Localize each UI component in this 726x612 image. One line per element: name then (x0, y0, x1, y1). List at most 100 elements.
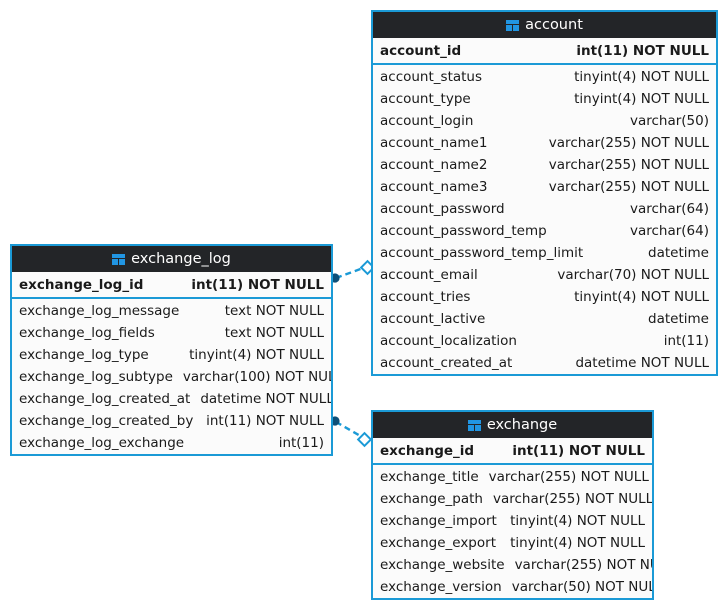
table-row[interactable]: exchange_version varchar(50) NOT NULL (373, 576, 652, 598)
table-row[interactable]: account_localization int(11) (373, 330, 716, 352)
column-name: exchange_log_created_at (19, 391, 191, 407)
column-type: varchar(255) NOT NULL (548, 135, 709, 151)
column-type: tinyint(4) NOT NULL (574, 289, 709, 305)
entity-table-exchange-log[interactable]: exchange_log exchange_log_id int(11) NOT… (10, 244, 333, 456)
column-name: exchange_version (380, 579, 502, 595)
table-row[interactable]: exchange_export tinyint(4) NOT NULL (373, 532, 652, 554)
column-type: int(11) NOT NULL (206, 413, 324, 429)
column-type: varchar(64) (629, 201, 709, 217)
column-type: varchar(255) NOT NULL (492, 491, 654, 507)
column-name: account_login (380, 113, 474, 129)
table-row[interactable]: account_email varchar(70) NOT NULL (373, 264, 716, 286)
column-type: int(11) NOT NULL (512, 442, 645, 459)
table-row[interactable]: exchange_log_created_at datetime NOT NUL… (12, 388, 331, 410)
column-name: exchange_website (380, 557, 505, 573)
column-type: varchar(255) NOT NULL (548, 179, 709, 195)
table-row[interactable]: exchange_log_exchange int(11) (12, 432, 331, 454)
table-row[interactable]: account_type tinyint(4) NOT NULL (373, 88, 716, 110)
table-row[interactable]: account_name1 varchar(255) NOT NULL (373, 132, 716, 154)
primary-key-row[interactable]: exchange_log_id int(11) NOT NULL (12, 272, 331, 299)
table-row[interactable]: account_name3 varchar(255) NOT NULL (373, 176, 716, 198)
column-type: int(11) (278, 435, 324, 451)
table-row[interactable]: exchange_log_message text NOT NULL (12, 300, 331, 322)
column-name: exchange_log_subtype (19, 369, 173, 385)
table-row[interactable]: account_password_temp_limit datetime (373, 242, 716, 264)
relationship-line (335, 265, 367, 280)
table-row[interactable]: exchange_log_type tinyint(4) NOT NULL (12, 344, 331, 366)
column-type: datetime NOT NULL (200, 391, 333, 407)
column-name: account_password (380, 201, 505, 217)
column-type: varchar(50) NOT NULL (511, 579, 654, 595)
column-type: tinyint(4) NOT NULL (510, 535, 645, 551)
column-name: exchange_log_fields (19, 325, 155, 341)
column-type: tinyint(4) NOT NULL (510, 513, 645, 529)
column-type: tinyint(4) NOT NULL (574, 91, 709, 107)
column-type: datetime NOT NULL (575, 355, 709, 371)
column-list: exchange_title varchar(255) NOT NULL exc… (373, 465, 652, 598)
entity-title: account (525, 17, 583, 33)
column-name: account_name1 (380, 135, 488, 151)
column-type: varchar(64) (629, 223, 709, 239)
table-row[interactable]: account_name2 varchar(255) NOT NULL (373, 154, 716, 176)
column-type: varchar(100) NOT NULL (182, 369, 333, 385)
column-list: exchange_log_message text NOT NULL excha… (12, 299, 331, 454)
column-type: text NOT NULL (224, 303, 324, 319)
table-row[interactable]: exchange_path varchar(255) NOT NULL (373, 488, 652, 510)
column-type: varchar(70) NOT NULL (557, 267, 709, 283)
entity-title: exchange_log (131, 251, 231, 267)
column-name: exchange_log_exchange (19, 435, 185, 451)
relationship-exchange-log-to-account[interactable] (330, 259, 376, 283)
column-name: exchange_log_message (19, 303, 180, 319)
table-row[interactable]: exchange_title varchar(255) NOT NULL (373, 466, 652, 488)
column-name: exchange_log_created_by (19, 413, 194, 429)
table-row[interactable]: exchange_log_subtype varchar(100) NOT NU… (12, 366, 331, 388)
table-row[interactable]: account_tries tinyint(4) NOT NULL (373, 286, 716, 308)
primary-key-row[interactable]: exchange_id int(11) NOT NULL (373, 438, 652, 465)
column-type: datetime (648, 245, 709, 261)
primary-key-row[interactable]: account_id int(11) NOT NULL (373, 38, 716, 65)
column-name: account_type (380, 91, 471, 107)
column-name: account_password_temp_limit (380, 245, 584, 261)
table-row[interactable]: account_password_temp varchar(64) (373, 220, 716, 242)
table-row[interactable]: account_lactive datetime (373, 308, 716, 330)
column-type: int(11) NOT NULL (191, 276, 324, 293)
column-type: tinyint(4) NOT NULL (189, 347, 324, 363)
column-name: exchange_export (380, 535, 496, 551)
table-row[interactable]: account_login varchar(50) (373, 110, 716, 132)
column-name: account_name2 (380, 157, 488, 173)
column-name: account_created_at (380, 355, 513, 371)
relationship-exchange-log-to-exchange[interactable] (330, 416, 373, 448)
column-name: account_status (380, 69, 483, 85)
entity-table-account[interactable]: account account_id int(11) NOT NULL acco… (371, 10, 718, 376)
column-name: account_email (380, 267, 478, 283)
entity-header-account: account (373, 12, 716, 38)
entity-header-exchange: exchange (373, 412, 652, 438)
column-name: exchange_path (380, 491, 483, 507)
column-type: varchar(255) NOT NULL (488, 469, 649, 485)
table-icon (506, 19, 520, 31)
column-name: exchange_id (380, 442, 475, 459)
table-row[interactable]: exchange_log_created_by int(11) NOT NULL (12, 410, 331, 432)
column-name: exchange_log_id (19, 276, 144, 293)
table-row[interactable]: account_created_at datetime NOT NULL (373, 352, 716, 374)
table-row[interactable]: exchange_website varchar(255) NOT NULL (373, 554, 652, 576)
column-name: account_lactive (380, 311, 486, 327)
column-type: datetime (648, 311, 709, 327)
column-type: int(11) (663, 333, 709, 349)
column-type: text NOT NULL (224, 325, 324, 341)
column-type: varchar(50) (629, 113, 709, 129)
column-name: exchange_log_type (19, 347, 149, 363)
table-icon (112, 253, 126, 265)
table-row[interactable]: exchange_log_fields text NOT NULL (12, 322, 331, 344)
table-row[interactable]: account_status tinyint(4) NOT NULL (373, 66, 716, 88)
column-name: account_id (380, 42, 462, 59)
column-name: exchange_import (380, 513, 497, 529)
column-type: int(11) NOT NULL (576, 42, 709, 59)
table-icon (467, 419, 481, 431)
entity-table-exchange[interactable]: exchange exchange_id int(11) NOT NULL ex… (371, 410, 654, 600)
table-row[interactable]: exchange_import tinyint(4) NOT NULL (373, 510, 652, 532)
entity-header-exchange-log: exchange_log (12, 246, 331, 272)
table-row[interactable]: account_password varchar(64) (373, 198, 716, 220)
column-type: varchar(255) NOT NULL (514, 557, 652, 573)
